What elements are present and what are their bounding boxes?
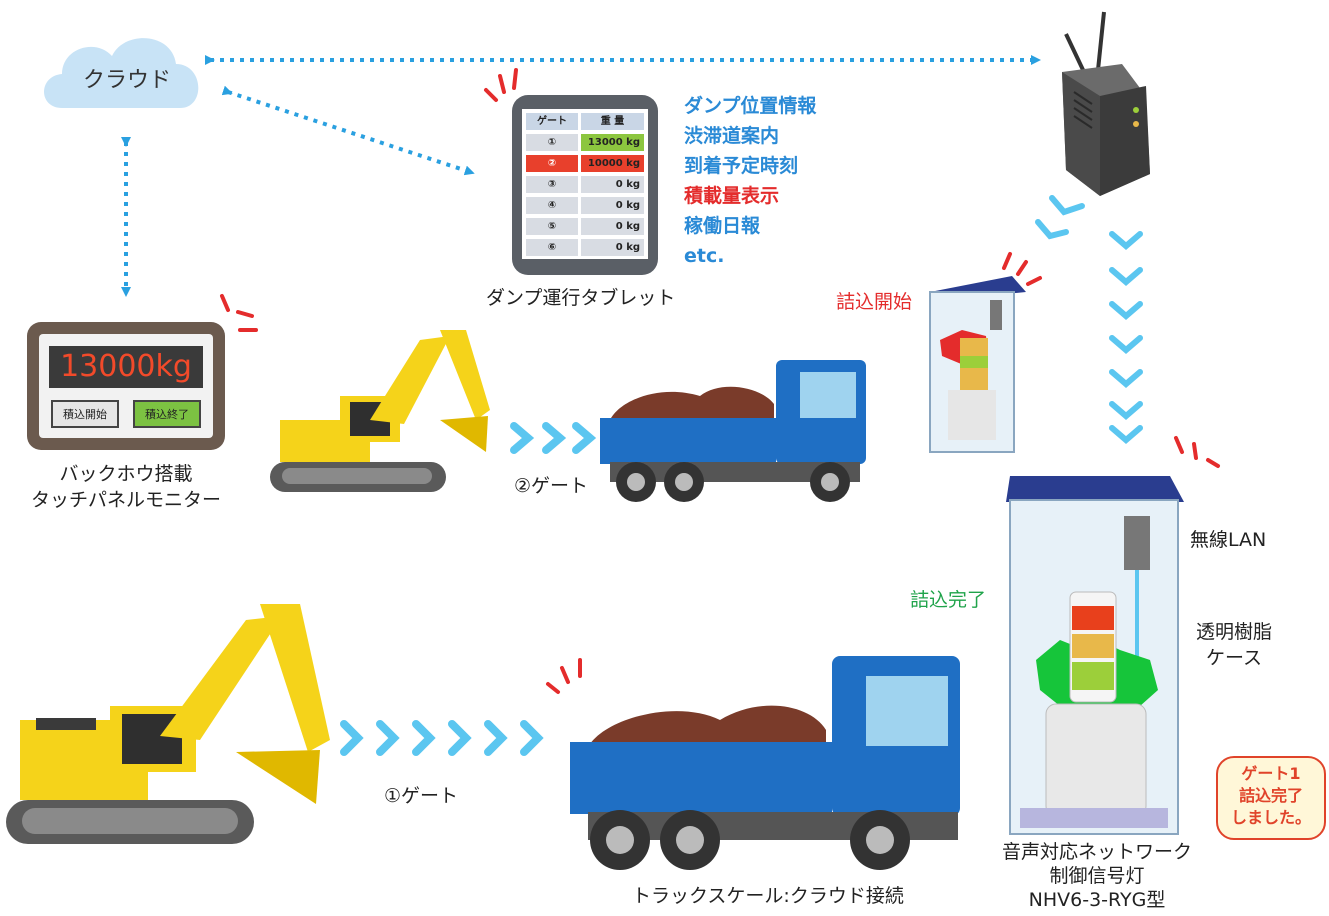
tablet-gate-cell: ① bbox=[526, 134, 578, 151]
loading-start-label: 詰込開始 bbox=[836, 291, 913, 313]
tablet-weight-cell: 0 kg bbox=[581, 176, 644, 193]
gate1-label: ①ゲート bbox=[384, 785, 459, 807]
table-row: ⑤ 0 kg bbox=[526, 218, 644, 235]
monitor-caption-line2: タッチパネルモニター bbox=[30, 489, 221, 511]
table-row: ① 13000 kg bbox=[526, 134, 644, 151]
dump-truck-top-icon bbox=[600, 360, 866, 502]
wireless-lan-label: 無線LAN bbox=[1190, 529, 1267, 551]
bubble-line1: ゲート1 bbox=[1241, 764, 1301, 783]
tablet-screen: ゲート 重 量 ① 13000 kg ② 10000 kg ③ 0 kg ④ 0… bbox=[522, 109, 648, 259]
table-row: ② 10000 kg bbox=[526, 155, 644, 172]
signal-case-small-icon bbox=[929, 276, 1026, 453]
feature-item: 稼働日報 bbox=[684, 215, 761, 237]
bubble-line2: 詰込完了 bbox=[1238, 786, 1303, 805]
signal-caption-line3: NHV6-3-RYG型 bbox=[1028, 889, 1166, 911]
truck-scale-caption: トラックスケール:クラウド接続 bbox=[632, 885, 904, 907]
tablet-weight-cell: 0 kg bbox=[581, 218, 644, 235]
excavator-bottom-icon bbox=[6, 604, 330, 844]
voice-speech-bubble: ゲート1 詰込完了 しました。 bbox=[1216, 756, 1326, 840]
gate-chevrons bbox=[340, 422, 597, 756]
tablet-caption: ダンプ運行タブレット bbox=[486, 287, 676, 309]
tablet-weight-cell: 10000 kg bbox=[581, 155, 644, 172]
tablet-header-weight: 重 量 bbox=[581, 113, 644, 130]
connection-arrows bbox=[121, 55, 1041, 297]
feature-item: 積載量表示 bbox=[684, 185, 780, 207]
tablet-header-gate: ゲート bbox=[526, 113, 578, 130]
table-row: ④ 0 kg bbox=[526, 197, 644, 214]
dump-truck-bottom-icon bbox=[570, 656, 960, 870]
excavator-top-icon bbox=[270, 330, 490, 492]
load-start-button[interactable]: 積込開始 bbox=[51, 400, 119, 428]
tablet-weight-cell: 0 kg bbox=[581, 239, 644, 256]
cloud-icon bbox=[44, 38, 199, 108]
tablet-gate-cell: ② bbox=[526, 155, 578, 172]
tablet-header-row: ゲート 重 量 bbox=[526, 113, 644, 130]
monitor-caption-line1: バックホウ搭載 bbox=[59, 463, 193, 485]
gate2-label: ②ゲート bbox=[514, 475, 589, 497]
feature-item: etc. bbox=[684, 245, 725, 267]
load-end-button[interactable]: 積込終了 bbox=[133, 400, 201, 428]
alert-marks bbox=[220, 68, 1220, 694]
tablet-gate-cell: ③ bbox=[526, 176, 578, 193]
tablet-gate-cell: ⑥ bbox=[526, 239, 578, 256]
tablet-gate-cell: ⑤ bbox=[526, 218, 578, 235]
monitor-weight-display: 13000kg bbox=[49, 346, 203, 388]
feature-item: 渋滞道案内 bbox=[684, 125, 780, 147]
signal-caption-line1: 音声対応ネットワーク bbox=[1001, 841, 1192, 863]
tablet-gate-cell: ④ bbox=[526, 197, 578, 214]
table-row: ⑥ 0 kg bbox=[526, 239, 644, 256]
tablet-weight-cell: 0 kg bbox=[581, 197, 644, 214]
feature-item: ダンプ位置情報 bbox=[684, 95, 817, 117]
case-label-line2: ケース bbox=[1205, 647, 1263, 669]
wireless-chevrons bbox=[1035, 195, 1143, 444]
dump-tablet: ゲート 重 量 ① 13000 kg ② 10000 kg ③ 0 kg ④ 0… bbox=[512, 95, 658, 275]
case-label-line1: 透明樹脂 bbox=[1195, 621, 1272, 643]
monitor-screen: 13000kg 積込開始 積込終了 bbox=[39, 334, 213, 438]
table-row: ③ 0 kg bbox=[526, 176, 644, 193]
cloud-label: クラウド bbox=[82, 68, 171, 93]
feature-item: 到着予定時刻 bbox=[684, 155, 799, 177]
backhoe-monitor: 13000kg 積込開始 積込終了 bbox=[27, 322, 225, 450]
router-icon bbox=[1062, 11, 1150, 196]
loading-complete-label: 詰込完了 bbox=[910, 589, 987, 611]
signal-caption-line2: 制御信号灯 bbox=[1049, 865, 1145, 887]
bubble-line3: しました。 bbox=[1230, 808, 1311, 827]
signal-case-large-icon bbox=[1006, 476, 1184, 835]
tablet-weight-cell: 13000 kg bbox=[581, 134, 644, 151]
